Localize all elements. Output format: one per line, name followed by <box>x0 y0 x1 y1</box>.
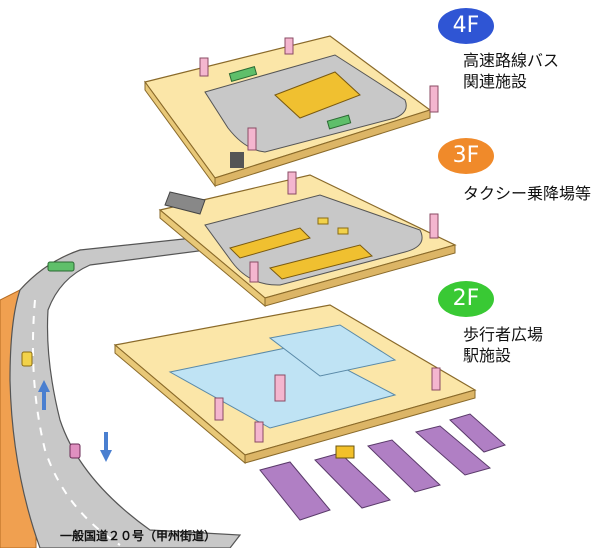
pillar <box>254 421 264 443</box>
station-area <box>268 324 397 377</box>
pillar <box>274 374 286 402</box>
platform <box>259 461 331 521</box>
train-icon <box>335 445 355 459</box>
floor-4f <box>143 35 439 188</box>
escalator-icon <box>230 152 244 168</box>
arrow-icon <box>38 380 50 410</box>
floor-2f-edge-right <box>244 389 476 464</box>
pillar <box>431 367 441 391</box>
pillar <box>429 85 439 113</box>
floor-4f-badge: 4F <box>438 8 494 44</box>
floor-3f-description: タクシー乗降場等 <box>463 184 592 203</box>
pillar <box>429 213 439 239</box>
taxi-island <box>229 227 311 259</box>
floor-4f-description: 高速路線バス 関連施設 <box>463 51 560 91</box>
pillar <box>287 171 297 195</box>
floor-4f-edge-right <box>214 109 431 187</box>
taxi-icon <box>317 217 329 225</box>
bus-island <box>274 71 361 119</box>
pillar <box>199 57 209 77</box>
bus-icon <box>228 65 258 83</box>
floor-3f-badge: 3F <box>438 138 494 174</box>
platform <box>314 452 391 509</box>
road-label: 一般国道２０号（甲州街道） <box>60 529 217 543</box>
floor-2f-badge: 2F <box>438 281 494 317</box>
road-route-20 <box>0 232 246 548</box>
train-platforms <box>259 413 506 521</box>
floor-3f <box>158 171 457 308</box>
road-lane-line <box>31 299 121 546</box>
taxi-roadway <box>204 194 423 286</box>
platform <box>367 439 441 493</box>
floor-2f-description: 歩行者広場 駅施設 <box>463 325 544 365</box>
taxi-icon <box>337 227 349 235</box>
pillar <box>214 397 224 421</box>
taxi-icon <box>21 351 33 367</box>
escalator-icon <box>164 191 206 215</box>
taxi-island <box>268 244 374 280</box>
platform <box>449 413 506 453</box>
pillar <box>284 37 294 55</box>
floor-3f-edge-right <box>264 244 456 307</box>
platform <box>414 425 492 476</box>
pillar <box>247 127 257 151</box>
floor-2f <box>113 304 477 465</box>
bus-icon <box>326 114 352 130</box>
pillar <box>249 261 259 283</box>
bus-icon <box>47 261 75 272</box>
car-icon <box>69 443 81 459</box>
arrow-icon <box>100 432 112 462</box>
